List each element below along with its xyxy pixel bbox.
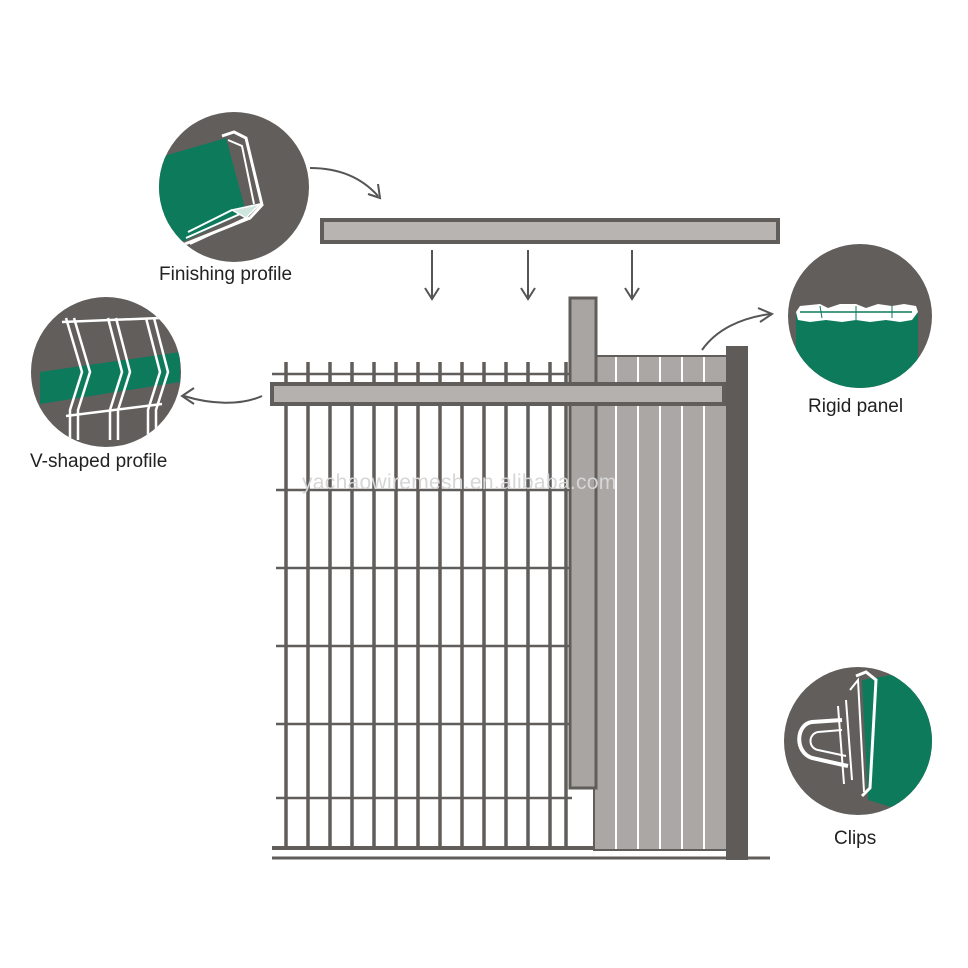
- inserting-slat: [568, 296, 598, 790]
- top-finishing-profile: [270, 382, 726, 406]
- v-shaped-profile-detail-icon: [31, 297, 181, 447]
- wire-mesh-panel: [272, 362, 770, 860]
- rigid-panel-slats: [593, 355, 729, 851]
- curved-arrows: [180, 167, 775, 405]
- rigid-panel-label: Rigid panel: [808, 396, 904, 417]
- drop-arrows: [424, 250, 640, 301]
- watermark: yachaowiremesh.en.alibaba.com: [302, 471, 617, 494]
- clips-label: Clips: [834, 828, 877, 849]
- arrow-v-profile-head: [180, 387, 195, 405]
- rigid-panel-detail-icon: [788, 244, 932, 388]
- arrow-finishing-profile-head: [367, 183, 382, 200]
- arrow-rigid-panel: [701, 313, 771, 351]
- finishing-profile-detail-icon: [159, 112, 309, 262]
- arrow-v-profile: [183, 395, 263, 404]
- arrow-finishing-profile: [309, 167, 379, 197]
- arrow-rigid-panel-head: [757, 307, 775, 323]
- clips-detail-icon: [784, 667, 932, 815]
- finishing-profile-label: Finishing profile: [159, 264, 293, 285]
- fence-post: [726, 346, 748, 860]
- v-shaped-profile-label: V-shaped profile: [30, 451, 168, 472]
